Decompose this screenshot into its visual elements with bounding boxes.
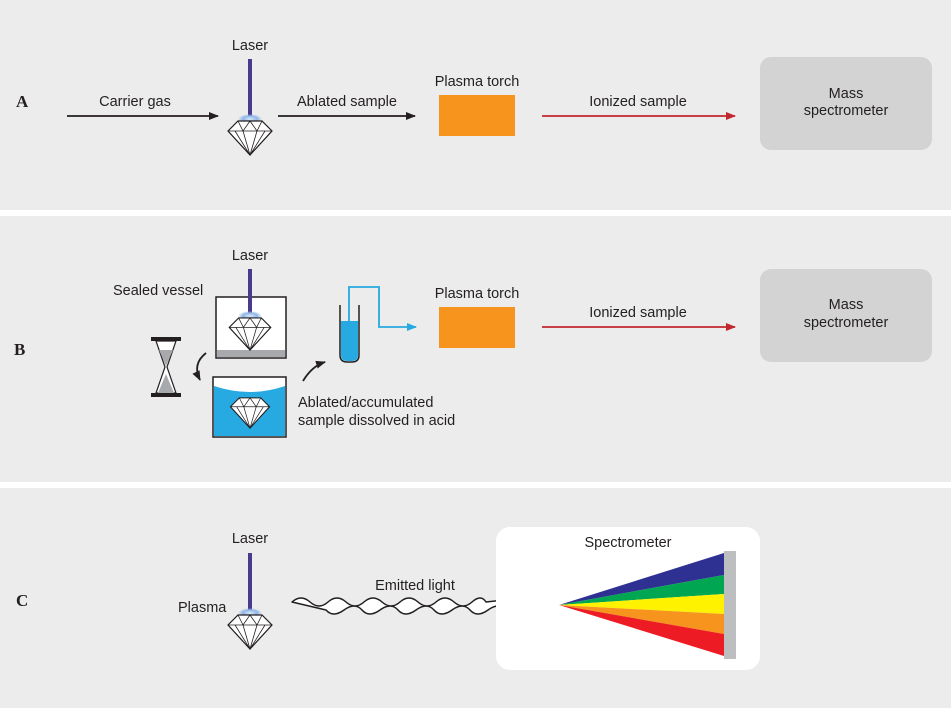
panel-a-ionized-label: Ionized sample: [589, 94, 687, 110]
spectrometer-detector: [724, 551, 736, 659]
hourglass-icon: [151, 337, 181, 397]
panel-b-torch-label: Plasma torch: [435, 286, 520, 302]
panel-a-mass-spec-line2: spectrometer: [804, 103, 889, 119]
panel-b-dissolved-line1: Ablated/accumulated: [298, 395, 433, 411]
panel-a-laser-label: Laser: [232, 38, 268, 54]
panel-b-mass-spec-line1: Mass: [829, 297, 864, 313]
panel-b-vessel-floor: [217, 350, 285, 357]
panel-a-mass-spectrometer: [760, 57, 932, 150]
panel-b-mass-spec-line2: spectrometer: [804, 315, 889, 331]
panel-b-mass-spectrometer: [760, 269, 932, 362]
panel-a-mass-spec-line1: Mass: [829, 86, 864, 102]
panel-b-laser-label: Laser: [232, 248, 268, 264]
panel-c: C Laser Plasma Emitted light Spectromete…: [0, 488, 951, 708]
panel-b: B Laser Sealed vessel Ablated/accumulate…: [0, 216, 951, 482]
panel-a-plasma-torch: [439, 95, 515, 136]
panel-c-laser-label: Laser: [232, 531, 268, 547]
panel-b-test-tube: [339, 305, 360, 363]
panel-c-spectrometer-label: Spectrometer: [584, 535, 671, 551]
panel-b-plasma-torch: [439, 307, 515, 348]
panel-b-dissolved-line2: sample dissolved in acid: [298, 413, 455, 429]
panel-b-capillary-tube: [348, 286, 417, 340]
spectrum-band-green: [559, 575, 724, 605]
panel-a: A Laser Carrier gas Ablated sample Plasm…: [0, 0, 951, 210]
panel-b-transfer-arrow: [302, 360, 326, 382]
panel-c-letter: C: [16, 591, 28, 610]
spectrum-band-red: [559, 605, 724, 656]
panel-a-torch-label: Plasma torch: [435, 74, 520, 90]
panel-c-emitted-light-label: Emitted light: [375, 578, 455, 594]
panel-a-laser-beam: [248, 59, 252, 119]
panel-a-ablated-label: Ablated sample: [297, 94, 397, 110]
panel-b-laser-beam: [248, 269, 252, 316]
panel-b-letter: B: [14, 340, 25, 359]
panel-b-dissolve-arrow: [192, 352, 207, 381]
panel-b-ionized-label: Ionized sample: [589, 305, 687, 321]
panel-c-background: [0, 488, 951, 708]
panel-c-laser-beam: [248, 553, 252, 613]
panel-b-sealed-vessel-label: Sealed vessel: [113, 283, 203, 299]
spectrum-band-yellow: [559, 594, 724, 614]
spectrum-band-blue: [559, 553, 724, 605]
panel-b-test-tube-liquid: [341, 321, 358, 361]
panel-a-carrier-gas-label: Carrier gas: [99, 94, 171, 110]
panel-c-plasma-label: Plasma: [178, 600, 227, 616]
panel-a-letter: A: [16, 92, 29, 111]
spectrum-fan: [559, 553, 724, 656]
